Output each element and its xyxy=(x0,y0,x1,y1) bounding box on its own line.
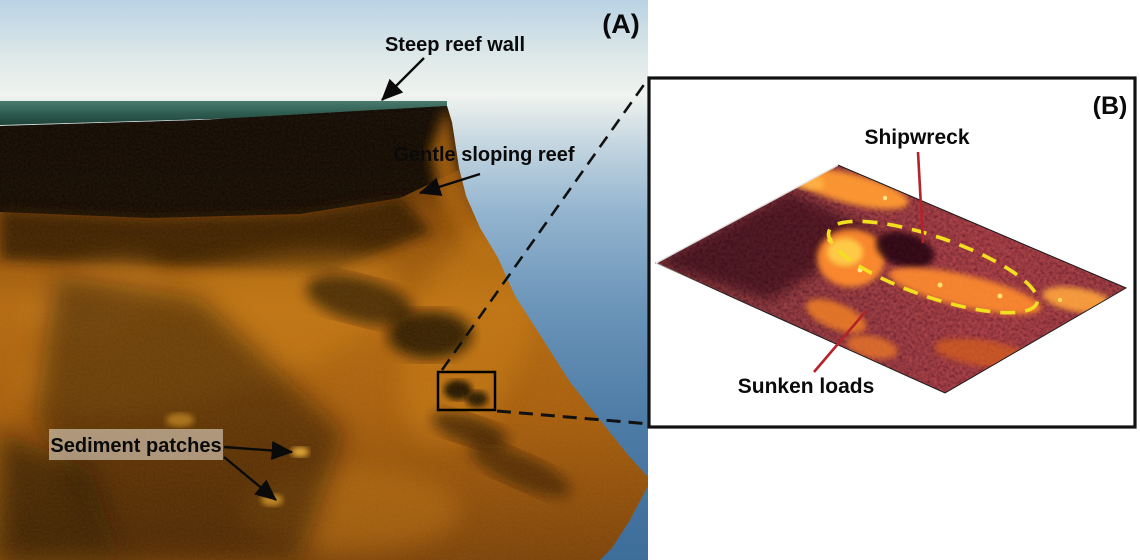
sediment-patches-arrow-2 xyxy=(223,456,277,501)
sea-surface-band xyxy=(0,101,447,125)
panel-b-tag: (B) xyxy=(1093,92,1128,120)
sunken-loads-pointer-line xyxy=(813,310,867,373)
roi-rectangle xyxy=(436,370,497,412)
gentle-sloping-reef-label: Gentle sloping reef xyxy=(393,144,574,166)
panel-b-inset: Shipwreck Sunken loads (B) xyxy=(647,76,1137,429)
sunken-loads-label: Sunken loads xyxy=(738,375,875,398)
sediment-patches-label-bg xyxy=(49,429,223,460)
shipwreck-pointer-line xyxy=(916,151,925,244)
patch-edge-highlight-2 xyxy=(655,262,801,331)
roi-connector-dashed-bottom xyxy=(496,409,651,426)
sediment-patches-label: Sediment patches xyxy=(50,435,221,457)
panel-a-tag: (A) xyxy=(602,9,639,39)
gentle-sloping-reef-arrow xyxy=(418,172,481,196)
shipwreck-outline-dashed xyxy=(826,219,1040,315)
patch-edge-highlight xyxy=(655,164,839,264)
panel-a-terrain-view: Steep reef wall Gentle sloping reef Sedi… xyxy=(0,0,651,560)
steep-reef-wall-arrow xyxy=(381,57,425,101)
shipwreck-label: Shipwreck xyxy=(864,126,969,149)
roi-connector-dashed-top xyxy=(440,78,650,371)
steep-reef-wall-label: Steep reef wall xyxy=(385,34,525,56)
sediment-patches-arrow-1 xyxy=(223,440,294,461)
